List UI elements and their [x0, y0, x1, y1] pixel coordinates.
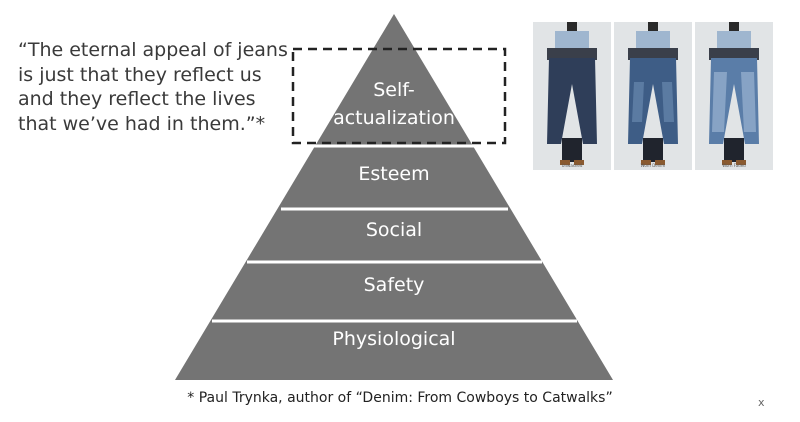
- tier-label-self-actualization-line2: actualization: [333, 107, 455, 129]
- highlight-dashed-box: [291, 47, 507, 145]
- tier-label-social: Social: [366, 219, 422, 241]
- close-icon[interactable]: x: [758, 396, 765, 409]
- tier-label-safety: Safety: [364, 274, 425, 296]
- photo-raw-denim-jeans: Unwashed: [533, 22, 611, 170]
- person-holding-jeans-image: [614, 22, 692, 170]
- jeans-photo-strip: Unwashed Worn Denim: [533, 22, 773, 170]
- footnote-citation: * Paul Trynka, author of “Denim: From Co…: [187, 390, 613, 406]
- photo-worn-denim-jeans: Worn Denim: [614, 22, 692, 170]
- tier-label-esteem: Esteem: [358, 163, 429, 185]
- tier-label-self-actualization-line1: Self-: [373, 79, 415, 101]
- photo-caption: Worn Denim: [640, 163, 666, 168]
- quote-text: “The eternal appeal of jeans is just tha…: [18, 39, 288, 135]
- photo-caption: Worn Faded: [722, 163, 746, 168]
- photo-caption: Unwashed: [561, 163, 583, 168]
- person-holding-jeans-image: [533, 22, 611, 170]
- person-holding-jeans-image: [695, 22, 773, 170]
- tier-label-physiological: Physiological: [332, 328, 455, 350]
- photo-faded-denim-jeans: Worn Faded: [695, 22, 773, 170]
- pyramid-body: [175, 14, 613, 380]
